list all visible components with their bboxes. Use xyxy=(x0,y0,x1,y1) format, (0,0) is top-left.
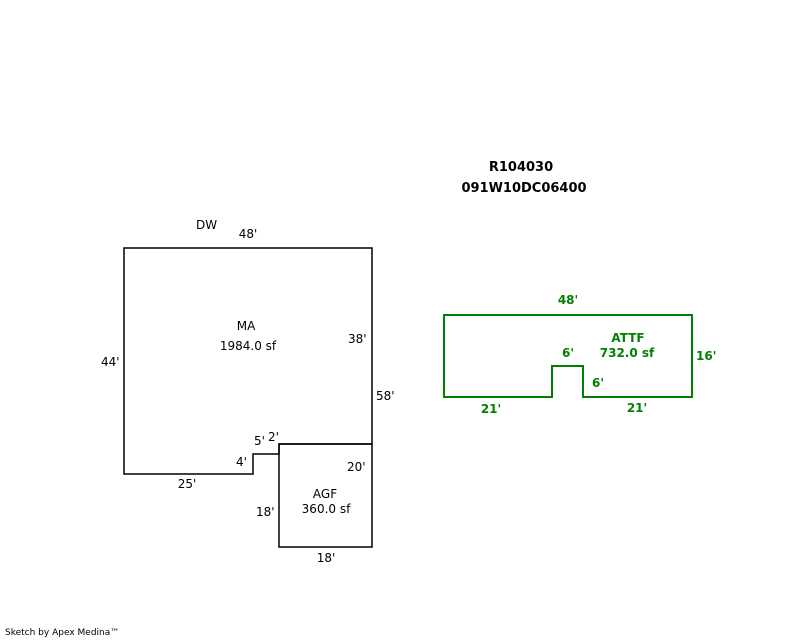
attf-area: 732.0 sf xyxy=(599,346,655,360)
ma-left-dim: 44' xyxy=(101,355,120,369)
dw-label: DW xyxy=(196,218,218,232)
attf-bottom-left-dim: 21' xyxy=(480,402,502,416)
ma-outline xyxy=(123,247,373,475)
sketch-credit: Sketch by Apex Medina™ xyxy=(5,628,120,638)
attf-notch-depth-dim: 6' xyxy=(592,376,605,390)
attf-notch-width-dim: 6' xyxy=(562,346,575,360)
ma-top-dim: 48' xyxy=(238,227,258,241)
parcel-id: R104030 xyxy=(488,160,554,175)
agf-outline xyxy=(278,443,373,548)
ma-notch-4-dim: 4' xyxy=(236,455,247,469)
agf-left-dim: 18' xyxy=(256,505,275,519)
agf-area: 360.0 sf xyxy=(301,502,351,516)
ma-area: 1984.0 sf xyxy=(219,339,277,353)
agf-bottom-dim: 18' xyxy=(316,551,336,565)
attf-bottom-right-dim: 21' xyxy=(626,401,648,415)
map-number: 091W10DC06400 xyxy=(461,181,587,196)
ma-notch-5-dim: 5' xyxy=(254,434,265,448)
attf-right-dim: 16' xyxy=(696,349,717,363)
attf-outline xyxy=(443,314,693,398)
ma-right-total-dim: 58' xyxy=(376,389,395,403)
agf-right-dim: 20' xyxy=(347,460,366,474)
attf-name: ATTF xyxy=(611,331,645,345)
ma-name: MA xyxy=(236,319,256,333)
agf-name: AGF xyxy=(312,487,338,501)
ma-notch-2-dim: 2' xyxy=(268,430,279,444)
ma-right-upper-dim: 38' xyxy=(348,332,367,346)
attf-top-dim: 48' xyxy=(557,293,579,307)
ma-bottom-dim: 25' xyxy=(177,477,197,491)
